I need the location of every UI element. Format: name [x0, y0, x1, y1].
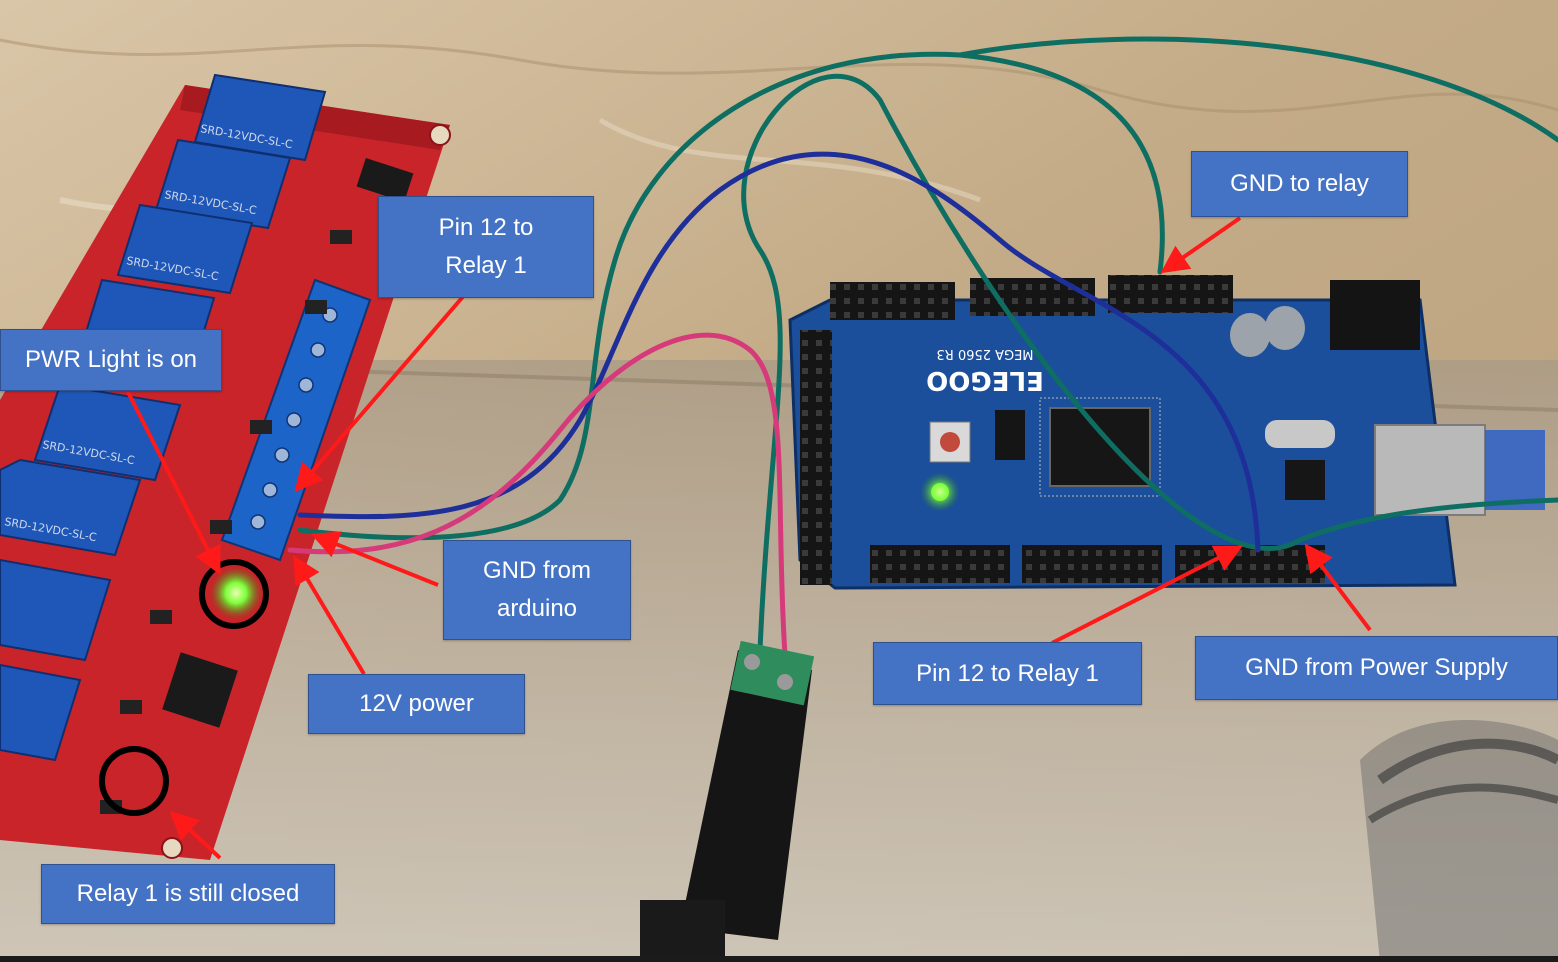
gnd-from-arduino-callout: GND from arduino — [443, 540, 631, 640]
arrow — [1160, 216, 1242, 274]
pwr-led — [210, 567, 262, 619]
callout-text: 12V power — [359, 690, 474, 717]
mcu-chip — [1049, 407, 1151, 487]
arrow — [169, 811, 222, 860]
pwr-light-highlight-circle — [199, 559, 269, 629]
callout-text: PWR Light is on — [24, 346, 198, 373]
blue-wire — [297, 151, 1261, 553]
arrow — [310, 531, 439, 587]
pin12-to-relay1-callout-top: Pin 12 to Relay 1 — [378, 196, 594, 298]
dc-barrel-connector — [640, 640, 815, 962]
board-brand: ELEGOO — [926, 365, 1044, 395]
relay1-led-highlight-circle — [99, 746, 169, 816]
arrow — [1051, 545, 1243, 645]
arrow — [126, 391, 221, 575]
arrow — [1304, 543, 1372, 632]
background-cable-shadow — [1360, 720, 1558, 962]
pin12-to-relay1-callout-bottom: Pin 12 to Relay 1 — [873, 642, 1142, 705]
gnd-from-power-supply-callout: GND from Power Supply — [1195, 636, 1558, 700]
callout-text: Pin 12 to Relay 1 — [438, 214, 534, 279]
gnd-to-relay-callout: GND to relay — [1191, 151, 1408, 217]
arduino-mega-board: ELEGOO MEGA 2560 R3 — [788, 275, 1545, 590]
pink-wire — [287, 332, 788, 658]
board-model: MEGA 2560 R3 — [936, 346, 1033, 361]
callout-text: Relay 1 is still closed — [76, 880, 300, 907]
bottom-edge-bar — [0, 956, 1558, 962]
usb-port — [1374, 424, 1486, 516]
relay1-still-closed-callout: Relay 1 is still closed — [41, 864, 335, 924]
12v-power-callout: 12V power — [308, 674, 525, 734]
wires — [287, 36, 1558, 658]
green-wire — [1297, 497, 1558, 543]
barrel-jack — [1330, 280, 1420, 350]
callout-text: Pin 12 to Relay 1 — [916, 659, 1099, 687]
arrow — [293, 555, 366, 676]
callout-text: GND from arduino — [483, 557, 591, 622]
green-wire — [297, 51, 1165, 541]
callout-text: GND to relay — [1230, 170, 1369, 197]
arrow — [294, 290, 469, 493]
annotation-arrows — [126, 216, 1372, 860]
callout-text: GND from Power Supply — [1245, 654, 1508, 681]
marble-veins — [0, 38, 1558, 113]
pwr-light-callout: PWR Light is on — [0, 329, 222, 391]
